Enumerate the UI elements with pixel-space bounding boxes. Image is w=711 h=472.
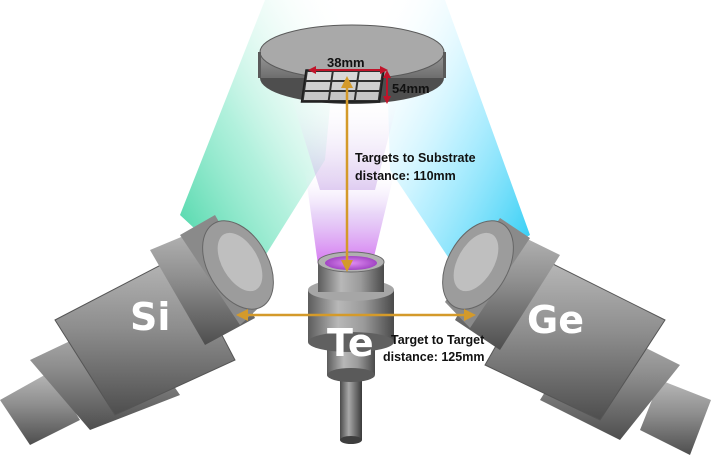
substrate-distance-label-line2: distance: 110mm <box>355 169 456 183</box>
si-label: Si <box>130 295 170 339</box>
si-sputter-gun <box>0 215 274 445</box>
target-distance-label-line1: Target to Target <box>391 333 485 347</box>
height-dimension-arrow <box>383 70 391 104</box>
ge-label: Ge <box>527 298 584 342</box>
width-dimension-arrow <box>308 66 388 74</box>
substrate-distance-arrow <box>341 76 353 272</box>
ge-sputter-gun <box>442 218 711 455</box>
height-dim-label: 54mm <box>392 81 430 96</box>
te-plume <box>305 170 395 265</box>
te-plume-upper <box>290 92 400 190</box>
target-distance-arrow <box>236 309 476 321</box>
target-distance-label-line2: distance: 125mm <box>383 350 484 364</box>
substrate-distance-label-line1: Targets to Substrate <box>355 151 476 165</box>
te-sputter-gun <box>308 251 394 444</box>
te-label: Te <box>327 321 374 365</box>
width-dim-label: 38mm <box>327 55 365 70</box>
